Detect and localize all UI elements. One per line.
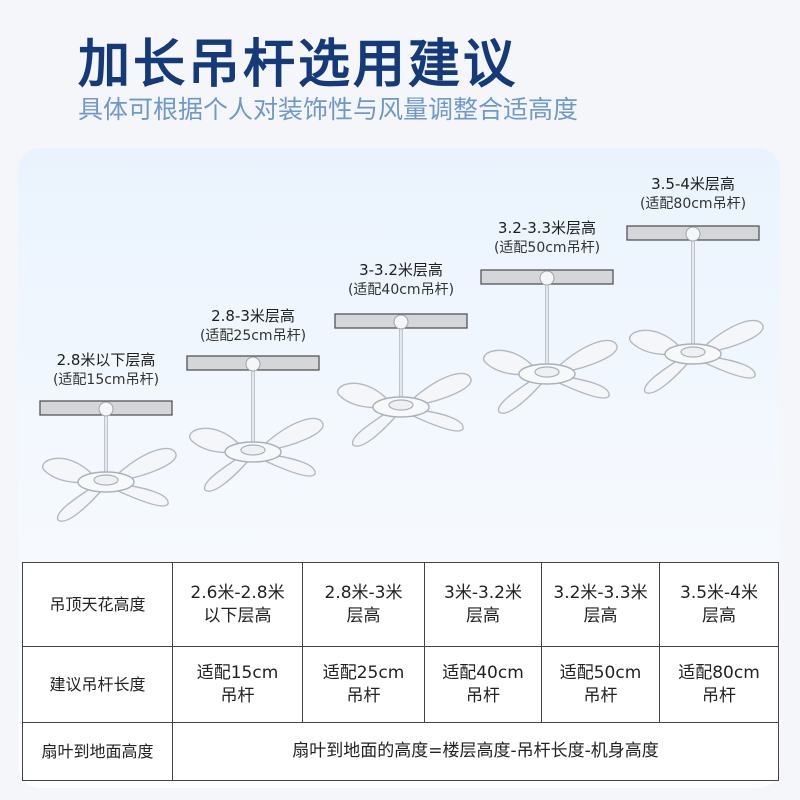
fan-label-5: 3.5-4米层高 (适配80cm吊杆) [640,174,746,214]
table-cell: 适配80cm 吊杆 [659,646,779,723]
fan-blade [266,417,324,451]
fan-hub [93,474,119,486]
fan-blade [351,410,399,447]
table-cell: 适配40cm 吊杆 [424,646,542,723]
fan-blade [203,455,251,492]
fan-blade [261,453,316,477]
table-cell: 2.6米-2.8米 以下层高 [172,562,303,647]
fan-blade [706,319,764,353]
fan-blade [560,339,618,373]
fan-hub [680,346,706,358]
fan-label-1: 2.8米以下层高 (适配15cm吊杆) [53,350,159,390]
page-subtitle: 具体可根据个人对装饰性与风量调整合适高度 [78,95,579,124]
rod-mount-icon [98,401,114,417]
page-title: 加长吊杆选用建议 [78,35,519,95]
table-cell: 适配15cm 吊杆 [172,646,303,723]
fan-height-label: 2.8米以下层高 [56,351,156,369]
hanging-rod [250,369,255,443]
fan-blade [56,485,104,522]
fan-illustration [39,225,764,522]
fan-hub [240,444,266,456]
fan-rod-label: (适配50cm吊杆) [493,240,601,256]
fan-height-label: 3.5-4米层高 [651,175,735,193]
fan-blade [114,483,169,507]
fan-height-label: 3.2-3.3米层高 [497,219,597,237]
table-formula: 扇叶到地面的高度=楼层高度-吊杆长度-机身高度 [172,722,779,781]
fan-blade [409,408,464,432]
fan-blade [119,447,177,481]
fan-blade [414,372,472,406]
fan-label-2: 2.8-3米层高 (适配25cm吊杆) [200,306,306,346]
fan-rod-label: (适配25cm吊杆) [199,328,307,344]
table-row-rod-length: 建议吊杆长度 适配15cm 吊杆 适配25cm 吊杆 适配40cm 吊杆 适配5… [22,646,779,723]
fan-label-4: 3.2-3.3米层高 (适配50cm吊杆) [494,218,600,258]
spec-table: 吊顶天花高度 2.6米-2.8米 以下层高 2.8米-3米 层高 3米-3.2米… [22,562,779,781]
hanging-rod [691,239,696,345]
rod-mount-icon [393,314,409,330]
table-header-blade-height: 扇叶到地面高度 [22,722,173,781]
fan-label-3: 3-3.2米层高 (适配40cm吊杆) [348,260,454,300]
table-row-ceiling-height: 吊顶天花高度 2.6米-2.8米 以下层高 2.8米-3米 层高 3米-3.2米… [22,562,779,647]
fan-rod-label: (适配15cm吊杆) [52,372,160,388]
table-cell: 3.2米-3.3米 层高 [541,562,660,647]
table-header-rod-length: 建议吊杆长度 [22,646,173,723]
rod-mount-icon [685,226,701,242]
rod-mount-icon [245,356,261,372]
fan-height-label: 2.8-3米层高 [211,307,295,325]
fan-blade [701,355,756,379]
rod-mount-icon [539,270,555,286]
hanging-rod [104,414,109,473]
table-header-ceiling-height: 吊顶天花高度 [22,562,173,647]
table-cell: 适配25cm 吊杆 [302,646,425,723]
fan-rod-label: (适配80cm吊杆) [639,196,747,212]
fan-height-label: 3-3.2米层高 [359,261,443,279]
hanging-rod [545,283,550,365]
fan-hub [534,366,560,378]
fan-blade [555,375,610,399]
table-cell: 3.5米-4米 层高 [659,562,779,647]
hanging-rod [398,327,403,398]
table-cell: 适配50cm 吊杆 [541,646,660,723]
fan-blade [497,377,545,414]
table-row-blade-height: 扇叶到地面高度 扇叶到地面的高度=楼层高度-吊杆长度-机身高度 [22,722,779,781]
fan-hub [388,399,414,411]
fan-blade [643,357,691,394]
table-cell: 3米-3.2米 层高 [424,562,542,647]
fan-rod-label: (适配40cm吊杆) [347,282,455,298]
table-cell: 2.8米-3米 层高 [302,562,425,647]
